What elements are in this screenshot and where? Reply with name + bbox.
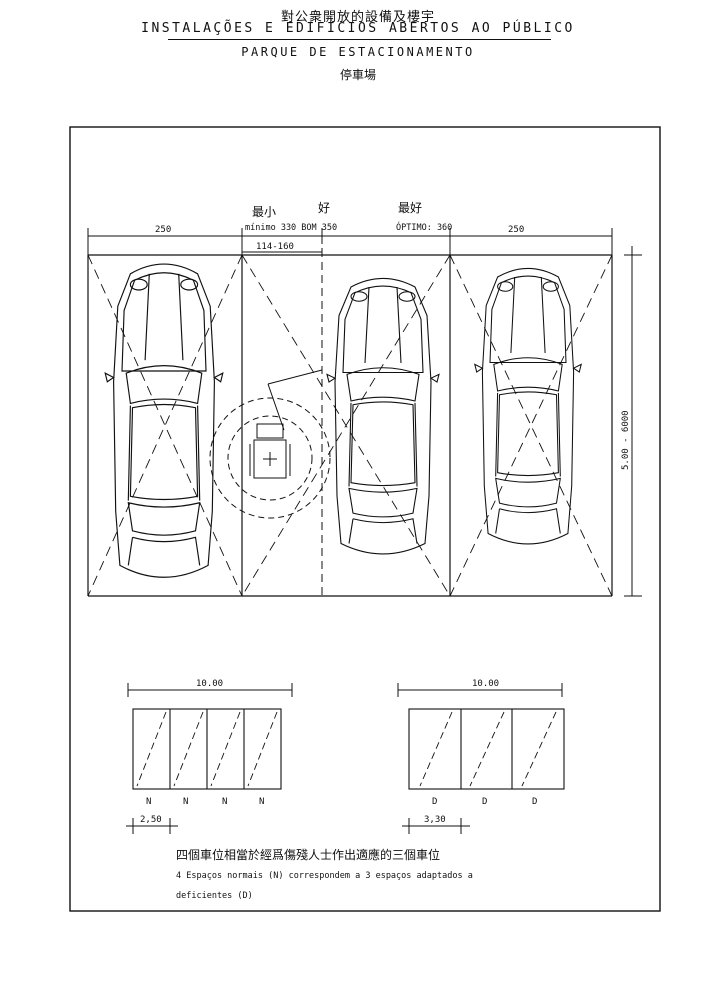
caption-portuguese-line1: 4 Espaços normais (N) correspondem a 3 e…: [176, 871, 473, 881]
title-portuguese: INSTALAÇÕES E EDIFÍCIOS ABERTOS AO PÚBLI…: [141, 21, 575, 36]
stall-diagonals: [87, 254, 613, 597]
dim-wheel-label: 114-160: [256, 242, 294, 252]
optimum-label: ÓPTIMO: 360: [396, 221, 452, 233]
dim-right-label: 250: [508, 225, 524, 235]
adapted-space-dimension: [402, 818, 470, 834]
dim-left-label: 250: [155, 225, 171, 235]
subtitle-chinese: 停車場: [339, 68, 376, 82]
caption-portuguese-line2: deficientes (D): [176, 891, 253, 901]
car-right-icon: [474, 267, 582, 545]
normal-total-label: 10.00: [196, 679, 223, 689]
subtitle-portuguese: PARQUE DE ESTACIONAMENTO: [241, 45, 475, 59]
normal-space-dim-label: 2,50: [140, 815, 162, 825]
min-good-label: mínimo 330 BOM 350: [245, 223, 337, 233]
normal-spaces: [132, 708, 282, 790]
adapted-space-label: D: [532, 797, 537, 807]
min-label-cn: 最小: [252, 205, 276, 219]
title-underline: [168, 39, 551, 40]
car-left-icon: [104, 263, 224, 578]
caption-chinese: 四個車位相當於經爲傷殘人士作出適應的三個車位: [176, 847, 440, 862]
normal-spaces-diagram: 10.00 N N N N 2,50: [126, 679, 293, 834]
adapted-total-label: 10.00: [472, 679, 499, 689]
parking-plan: 250 250 114-160 mínimo 330 BOM 350 ÓPTIM…: [87, 201, 642, 597]
adapted-spaces: [408, 708, 565, 790]
normal-space-label: N: [259, 797, 264, 807]
normal-space-label: N: [222, 797, 227, 807]
dim-length-label: 5.00 - 6000: [621, 410, 631, 470]
title-chinese: 對公衆開放的設備及樓宇: [280, 10, 435, 25]
normal-total-dimension: [127, 683, 293, 697]
adapted-space-label: D: [482, 797, 487, 807]
best-label-cn: 最好: [398, 201, 422, 215]
normal-space-diagonals: [136, 711, 278, 787]
stall-outline: [87, 254, 613, 597]
adapted-space-label: D: [432, 797, 437, 807]
normal-space-label: N: [146, 797, 151, 807]
normal-space-dimension: [126, 818, 178, 834]
good-label-cn: 好: [318, 201, 330, 215]
adapted-total-dimension: [397, 683, 563, 697]
wheelchair-icon: [209, 369, 331, 519]
top-dimension-line: [87, 228, 613, 260]
adapted-space-dim-label: 3,30: [424, 815, 446, 825]
adapted-space-diagonals: [419, 711, 557, 787]
normal-space-label: N: [183, 797, 188, 807]
adapted-spaces-diagram: 10.00 D D D 3,30: [397, 679, 565, 834]
car-middle-icon: [326, 277, 440, 555]
length-dimension-line: [624, 246, 642, 597]
outer-frame: [69, 126, 661, 912]
